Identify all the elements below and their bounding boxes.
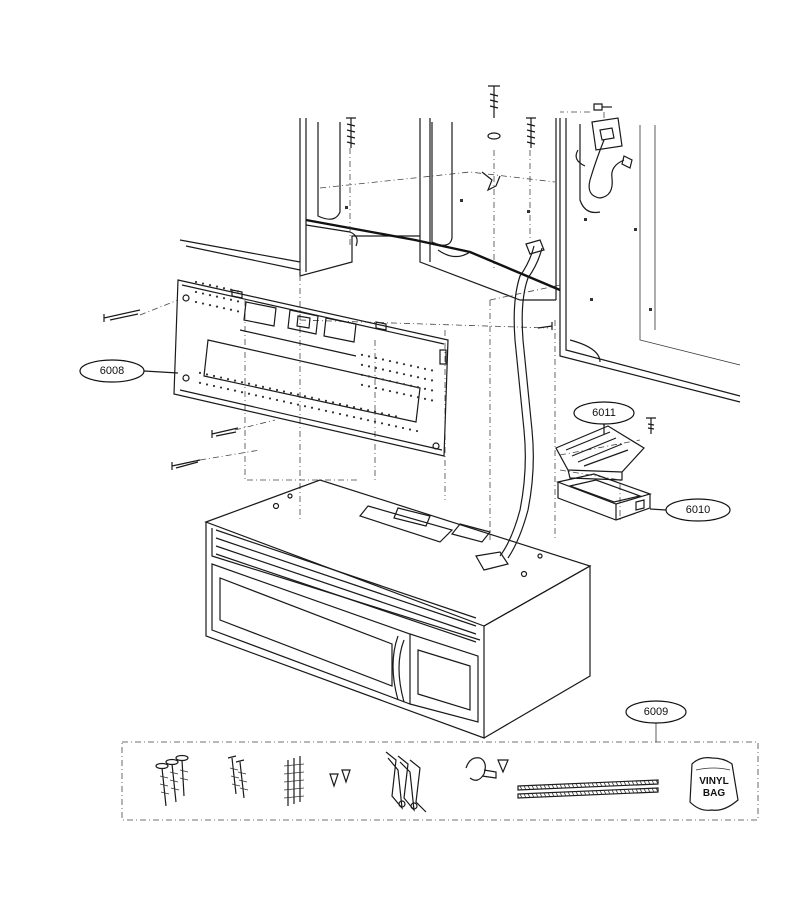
top-screws [346,85,612,192]
callout-6010: 6010 [649,498,731,522]
wall-cabinet [179,118,741,403]
power-outlet [575,117,633,199]
filler-strips [517,779,659,799]
hardware-kit-box [121,722,759,821]
callout-6011: 6011 [573,401,635,434]
plate-screws [103,309,553,470]
callout-6009-label: 6009 [644,706,668,718]
power-cord [475,239,545,571]
vinyl-bag-label-line1: VINYL [699,776,728,787]
anchor-bolts [283,756,305,806]
callout-6010-label: 6010 [686,504,710,516]
cord-clamp [465,757,509,781]
microwave-oven [204,479,592,739]
cover-screw [646,417,656,434]
mounting-plate [173,279,449,457]
callout-6011-label: 6011 [592,407,616,419]
alignment-lines [139,111,641,540]
vinyl-bag-label-line2: BAG [703,788,725,799]
toggle-clips [385,751,427,813]
part-6010-box [555,473,652,521]
long-bolts [155,754,189,807]
callout-6008: 6008 [79,359,179,383]
vinyl-bag-icon [689,757,739,811]
plate-perforations [194,280,434,433]
small-screws [329,769,351,788]
wood-screws [227,755,249,799]
callout-6008-label: 6008 [100,365,124,377]
callout-6009: 6009 [625,700,687,724]
